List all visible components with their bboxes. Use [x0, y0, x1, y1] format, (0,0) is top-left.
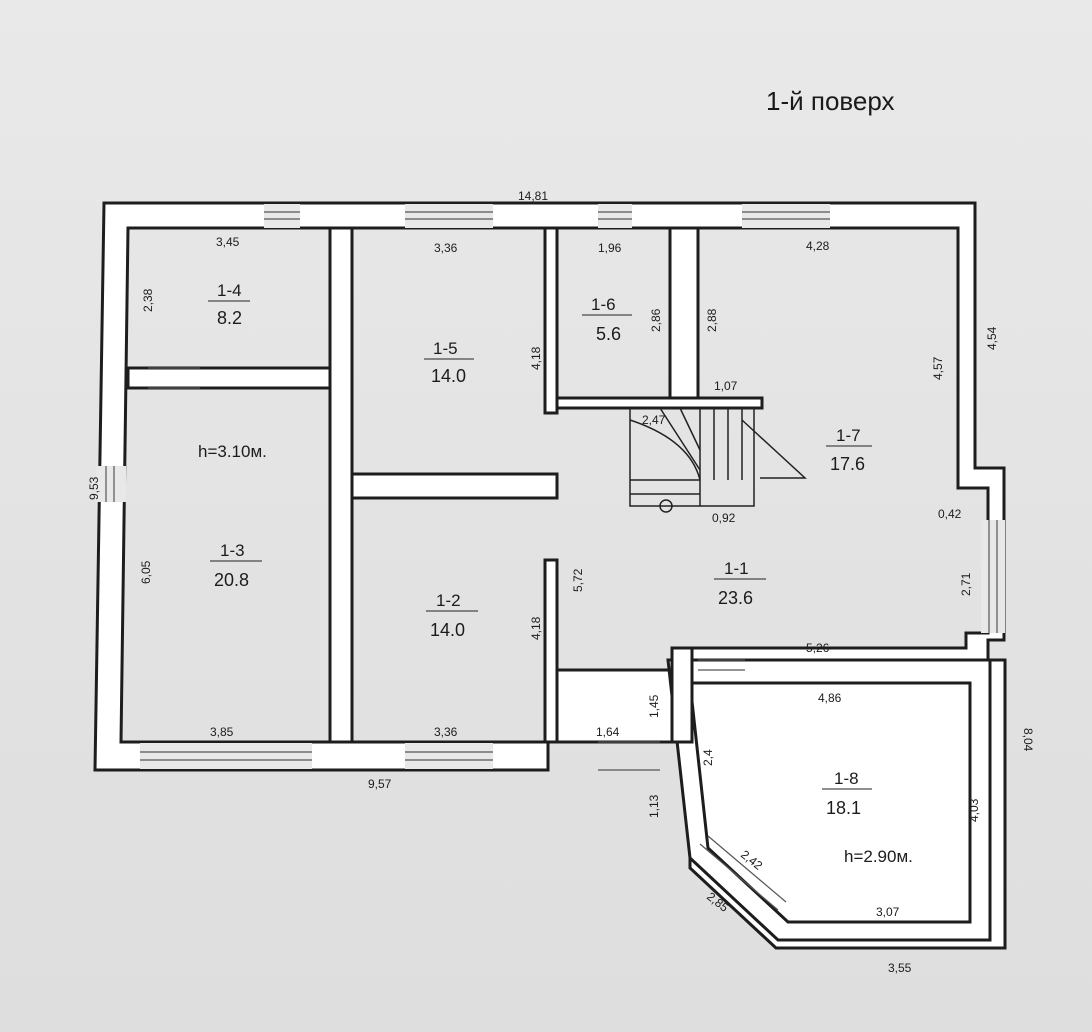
dim-label: 4,28: [806, 239, 830, 253]
dim-label: 5,26: [806, 641, 830, 655]
dim-label: 3,36: [434, 241, 458, 255]
ceiling-height-note: h=2.90м.: [844, 847, 913, 866]
windows: [96, 204, 1005, 911]
dim-label: 2,86: [649, 308, 663, 332]
dim-label: 6,05: [139, 560, 153, 584]
wall-v-5: [670, 646, 694, 744]
dim-label: 4,57: [931, 356, 945, 380]
wall-v-3: [543, 558, 559, 744]
room-area: 17.6: [830, 454, 865, 474]
room-area: 5.6: [596, 324, 621, 344]
wall-v-1: [328, 226, 354, 744]
dim-label: 4,18: [529, 616, 543, 640]
dim-label: 3,55: [888, 961, 912, 975]
room-id: 1-8: [834, 769, 859, 788]
dim-label: 4,86: [818, 691, 842, 705]
ceiling-height-note: h=3.10м.: [198, 442, 267, 461]
room-id: 1-1: [724, 559, 749, 578]
dim-label: 3,07: [876, 905, 900, 919]
room-id: 1-3: [220, 541, 245, 560]
dim-label: 9,57: [368, 777, 392, 791]
wall-v-4: [668, 226, 700, 400]
floor-title: 1-й поверх: [766, 86, 895, 116]
dim-label: 2,4: [701, 749, 715, 766]
wall-h-1: [126, 366, 332, 390]
dim-label: 1,07: [714, 379, 738, 393]
dim-label: 3,45: [216, 235, 240, 249]
dim-label: 1,13: [647, 794, 661, 818]
dim-label: 8,04: [1021, 728, 1035, 752]
room-area: 14.0: [430, 620, 465, 640]
dim-label: 9,53: [87, 476, 101, 500]
dimension-labels: 14,81 3,45 2,38 3,36 4,18 1,96 2,86 2,88…: [87, 189, 1035, 975]
room-labels: 1-4 8.2 1-5 14.0 1-6 5.6 1-7 17.6 1-3 20…: [198, 281, 913, 866]
dim-label: 1,64: [596, 725, 620, 739]
room-1-8-walls: [666, 658, 992, 942]
dim-label: 0,92: [712, 511, 736, 525]
dim-label: 5,72: [571, 568, 585, 592]
wall-h-3: [555, 396, 764, 410]
dim-label: 2,38: [141, 288, 155, 312]
dim-label: 4,54: [985, 326, 999, 350]
dim-label: 0,42: [938, 507, 962, 521]
room-id: 1-5: [433, 339, 458, 358]
dim-label: 1,45: [647, 694, 661, 718]
dim-label: 4,18: [529, 346, 543, 370]
room-id: 1-2: [436, 591, 461, 610]
dim-label: 3,85: [210, 725, 234, 739]
room-id: 1-7: [836, 426, 861, 445]
room-area: 23.6: [718, 588, 753, 608]
room-area: 20.8: [214, 570, 249, 590]
room-id: 1-4: [217, 281, 242, 300]
dim-label: 2,71: [959, 572, 973, 596]
wall-v-2: [543, 226, 559, 415]
room-area: 14.0: [431, 366, 466, 386]
room-id: 1-6: [591, 295, 616, 314]
dim-label: 14,81: [518, 189, 548, 203]
wall-h-2: [350, 472, 559, 500]
dim-label: 3,36: [434, 725, 458, 739]
room-area: 18.1: [826, 798, 861, 818]
dim-label: 4,03: [967, 798, 981, 822]
dim-label: 2,47: [642, 413, 666, 427]
room-area: 8.2: [217, 308, 242, 328]
staircase: [629, 407, 807, 513]
dim-label: 2,88: [705, 308, 719, 332]
dim-label: 1,96: [598, 241, 622, 255]
